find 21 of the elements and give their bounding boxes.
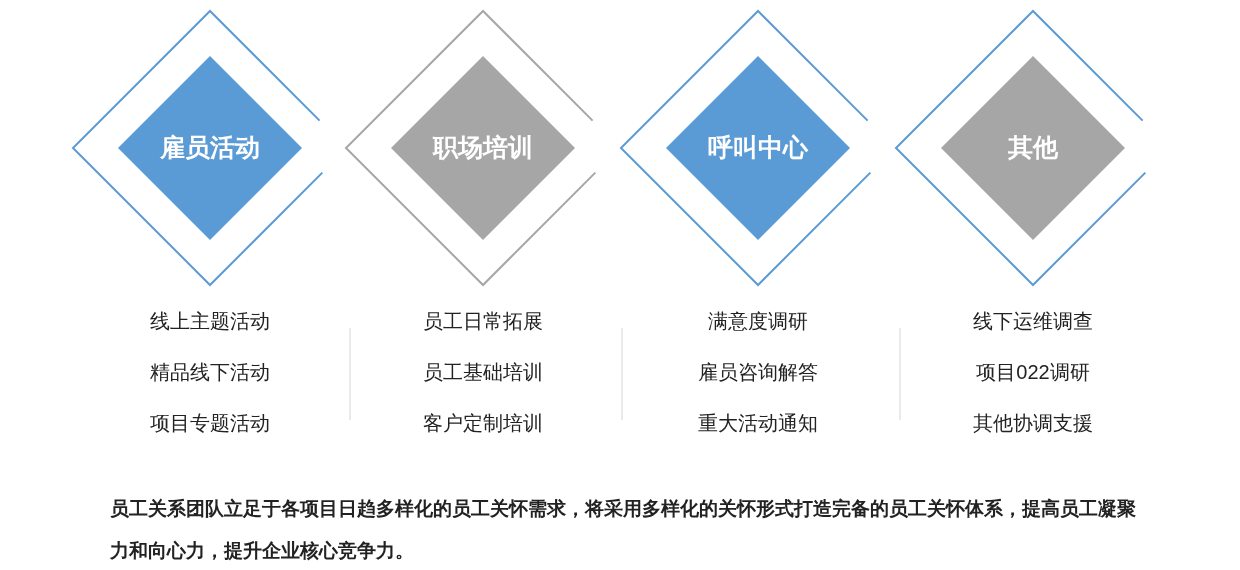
- list-item: 线下运维调查: [973, 309, 1093, 334]
- list-item: 员工基础培训: [423, 360, 543, 385]
- diamond-shape: [941, 56, 1125, 240]
- list-item: 满意度调研: [708, 309, 808, 334]
- diamond-title: 职场培训: [433, 132, 533, 164]
- list-item: 其他协调支援: [973, 411, 1093, 436]
- list-item: 重大活动通知: [698, 411, 818, 436]
- list-item: 线上主题活动: [150, 309, 270, 334]
- diamond-shape: [118, 56, 302, 240]
- list-item: 项目022调研: [976, 360, 1090, 385]
- list-item: 客户定制培训: [423, 411, 543, 436]
- diamond-title: 呼叫中心: [708, 132, 808, 164]
- description-paragraph: 员工关系团队立足于各项目日趋多样化的员工关怀需求，将采用多样化的关怀形式打造完备的员工关怀体系，提高员工凝聚力和向心力，提升企业核心竞争力。: [110, 497, 1137, 563]
- diamond-title: 其他: [1008, 132, 1058, 164]
- list-item: 员工日常拓展: [423, 309, 543, 334]
- diamond-shape: [391, 56, 575, 240]
- diamond-title: 雇员活动: [160, 132, 260, 164]
- list-item: 精品线下活动: [150, 360, 270, 385]
- diamond-shape: [666, 56, 850, 240]
- list-item: 雇员咨询解答: [698, 360, 818, 385]
- list-item: 项目专题活动: [150, 411, 270, 436]
